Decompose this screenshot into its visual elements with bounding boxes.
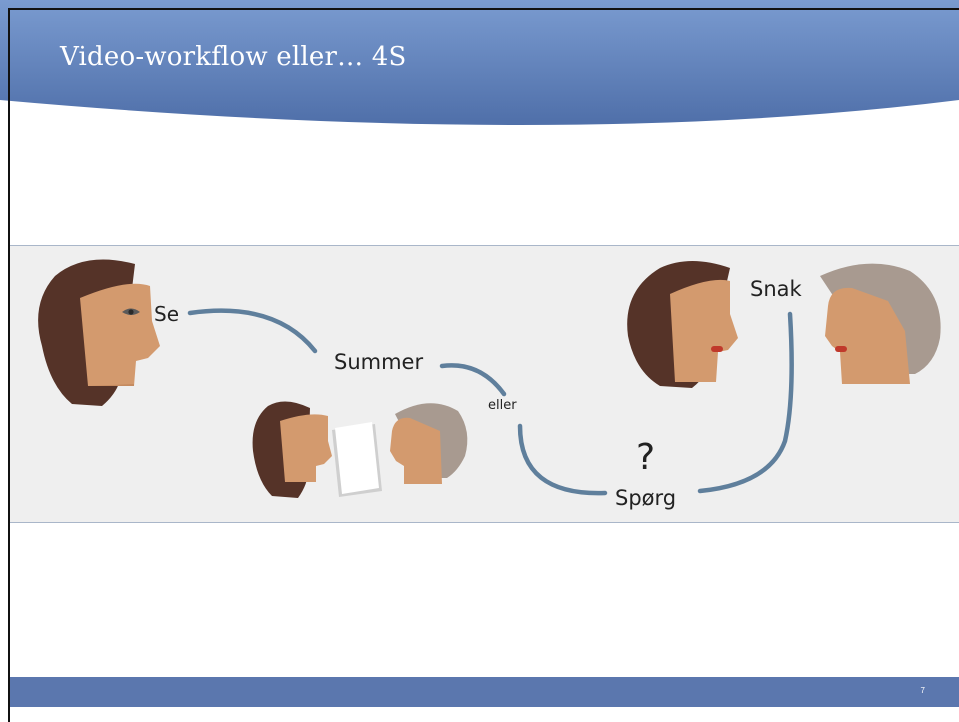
frame-top-border [8,8,959,10]
connector-lines [187,308,794,496]
label-eller: eller [488,398,517,413]
label-summer: Summer [334,350,424,374]
eye-icon [122,308,140,315]
person-talking-right [820,263,941,384]
slide-title: Video-workflow eller… 4S [60,42,407,72]
person-reading-right [390,403,468,484]
page-number: 7 [920,686,925,695]
question-mark-icon: ? [636,437,656,478]
frame-left-border [8,8,10,722]
person-looking [38,259,160,406]
label-sporg: Spørg [615,486,677,510]
label-se: Se [154,302,179,326]
diagram-band [10,245,959,523]
person-reading-left [252,401,332,498]
four-s-diagram [38,259,941,498]
label-snak: Snak [750,277,802,301]
document-icon [332,422,382,497]
person-talking-left [627,261,738,388]
title-banner [0,0,959,125]
footer-bar: 7 [10,677,959,707]
